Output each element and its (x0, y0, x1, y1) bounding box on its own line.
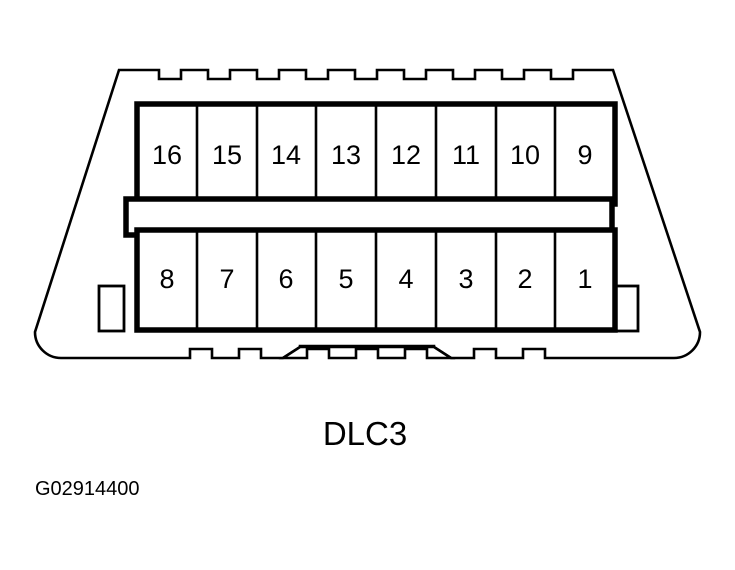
pin-label-13: 13 (331, 140, 361, 170)
pin-label-1: 1 (577, 264, 592, 294)
bottom-pin-row: 8 7 6 5 4 3 2 1 (134, 227, 618, 333)
pin-label-14: 14 (271, 140, 301, 170)
pin-label-10: 10 (510, 140, 540, 170)
pin-label-2: 2 (517, 264, 532, 294)
pin-label-11: 11 (452, 140, 480, 170)
pin-label-12: 12 (391, 140, 421, 170)
pin-label-9: 9 (577, 140, 592, 170)
pin-label-16: 16 (152, 140, 182, 170)
pin-label-6: 6 (278, 264, 293, 294)
pin-label-7: 7 (219, 264, 234, 294)
top-pin-row: 16 15 14 13 12 11 10 9 (134, 101, 618, 207)
left-latch-tab (97, 284, 126, 333)
pin-label-15: 15 (212, 140, 242, 170)
drawing-code-label: G02914400 (35, 478, 140, 500)
pin-label-8: 8 (159, 264, 174, 294)
pin-label-5: 5 (338, 264, 353, 294)
pin-label-3: 3 (458, 264, 473, 294)
center-keyway-bump (278, 345, 456, 360)
pin-label-4: 4 (398, 264, 413, 294)
figure-caption: DLC3 (323, 415, 407, 452)
